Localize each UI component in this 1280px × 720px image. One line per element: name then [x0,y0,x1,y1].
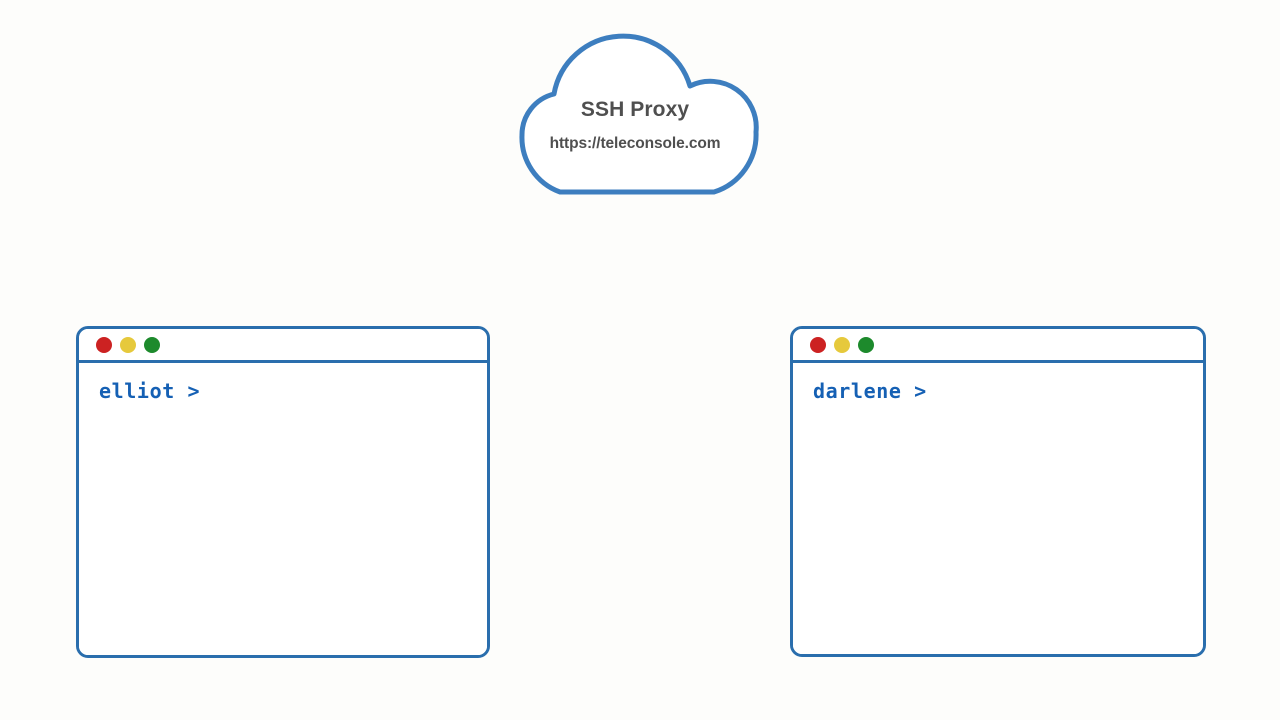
elliot-prompt: elliot > [99,379,201,403]
close-dot[interactable] [810,336,826,353]
elliot-terminal-titlebar[interactable] [79,329,487,363]
cloud-shape-icon [519,33,759,195]
elliot-terminal-body[interactable]: elliot > [79,363,487,655]
ssh-proxy-cloud: SSH Proxy https://teleconsole.com [498,28,772,204]
maximize-dot[interactable] [144,336,160,353]
darlene-prompt: darlene > [813,379,927,403]
maximize-dot[interactable] [858,336,874,353]
minimize-dot[interactable] [120,336,136,353]
close-dot[interactable] [96,336,112,353]
elliot-terminal-window[interactable]: elliot > [76,326,490,658]
darlene-terminal-titlebar[interactable] [793,329,1203,363]
darlene-terminal-body[interactable]: darlene > [793,363,1203,654]
darlene-terminal-window[interactable]: darlene > [790,326,1206,657]
minimize-dot[interactable] [834,336,850,353]
